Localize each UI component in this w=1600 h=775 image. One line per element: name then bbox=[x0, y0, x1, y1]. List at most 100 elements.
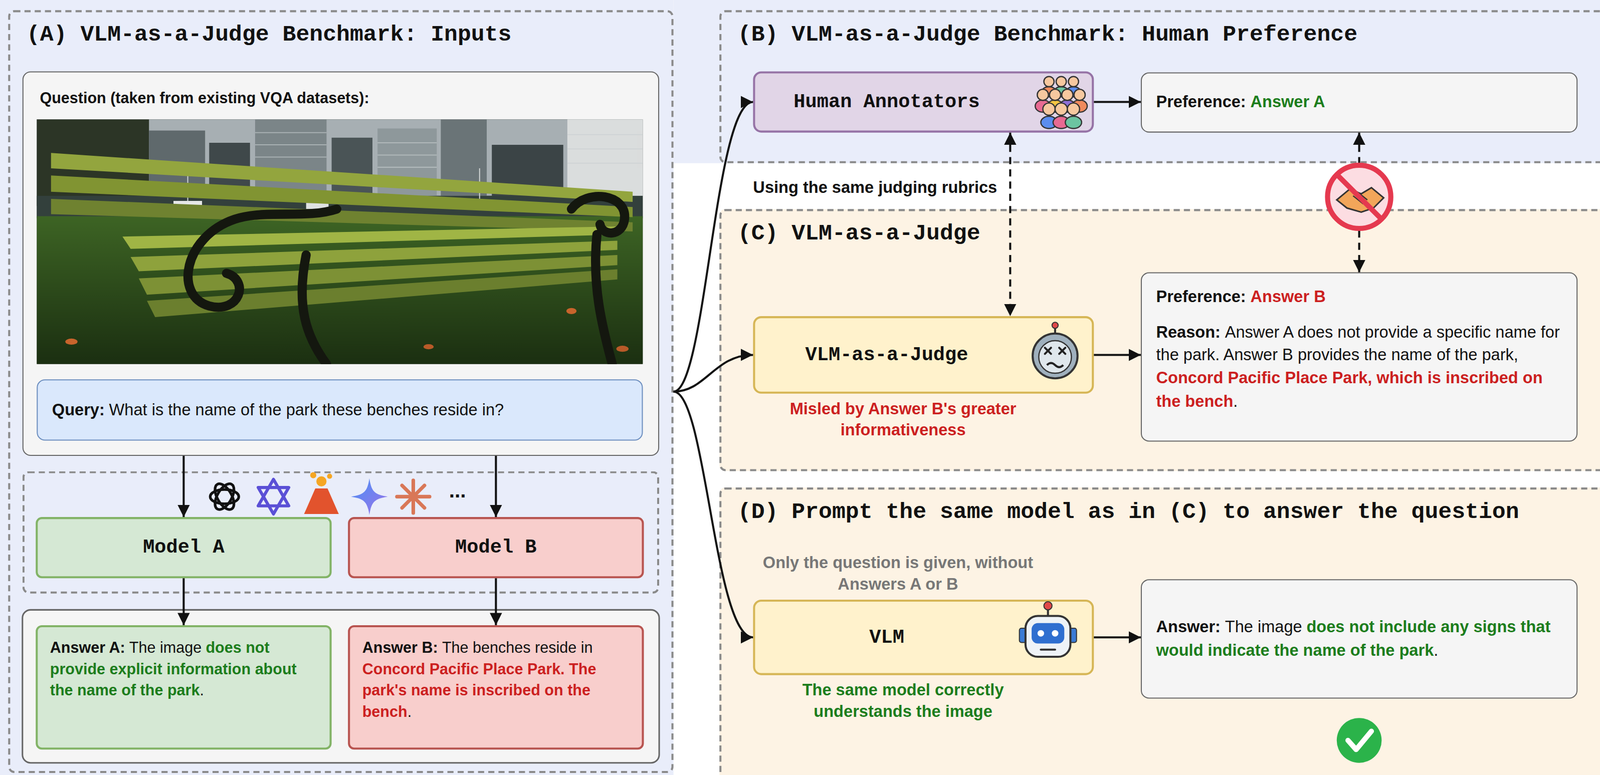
bench-photo bbox=[567, 119, 644, 212]
connector-arrow bbox=[494, 578, 497, 626]
connector-arrow bbox=[673, 354, 754, 392]
connector-arrow bbox=[1009, 132, 1012, 317]
text: Concord Pacific Place Park. The park's n… bbox=[362, 660, 597, 721]
judge-box: VLM-as-a-Judge bbox=[752, 316, 1094, 394]
gemini-logo bbox=[350, 478, 388, 516]
claude-logo bbox=[402, 485, 425, 509]
dizzy-robot-icon bbox=[1045, 347, 1052, 354]
qwen-logo bbox=[258, 487, 289, 515]
bench-photo bbox=[187, 196, 625, 365]
text-block: Reason:Answer A does not provide a speci… bbox=[1155, 321, 1562, 415]
claude-logo bbox=[411, 480, 416, 514]
people-icon bbox=[1061, 89, 1073, 101]
dizzy-robot-icon bbox=[1059, 347, 1066, 354]
text: Query: bbox=[52, 400, 105, 419]
text: Human Annotators bbox=[793, 90, 980, 113]
bench-photo bbox=[491, 144, 564, 198]
bench-photo bbox=[423, 344, 434, 350]
text: (D) Prompt the same model as in (C) to a… bbox=[737, 500, 1520, 526]
bench-photo bbox=[36, 119, 643, 365]
people-icon bbox=[1040, 116, 1058, 129]
panel: (A) VLM-as-a-Judge Benchmark: InputsQues… bbox=[8, 10, 674, 774]
text: (B) VLM-as-a-Judge Benchmark: Human Pref… bbox=[737, 22, 1358, 49]
people-icon bbox=[1035, 100, 1051, 113]
bench-photo bbox=[148, 130, 206, 198]
bench-photo bbox=[146, 269, 618, 318]
dizzy-robot-icon bbox=[1052, 322, 1059, 329]
bench-photo bbox=[173, 201, 203, 209]
text-block: Preference:Answer A bbox=[1155, 90, 1325, 114]
text: Model B bbox=[455, 536, 537, 559]
people-icon bbox=[1074, 89, 1086, 101]
volcano-logo bbox=[316, 476, 327, 487]
preference-box: Preference:Answer A bbox=[1140, 72, 1578, 133]
dizzy-robot-icon bbox=[1045, 347, 1066, 354]
text: VLM bbox=[869, 626, 905, 649]
preference-box: Preference:Answer BReason:Answer A does … bbox=[1140, 272, 1578, 443]
robot-icon bbox=[1047, 609, 1050, 617]
people-icon bbox=[1049, 89, 1061, 101]
bench-photo bbox=[464, 200, 495, 209]
bench-photo bbox=[302, 255, 327, 365]
annotation-label: The same model correctly understands the… bbox=[775, 680, 1031, 724]
people-icon bbox=[1067, 103, 1080, 116]
text: . bbox=[1233, 392, 1238, 411]
robot-icon bbox=[1044, 602, 1053, 611]
bench-photo bbox=[36, 119, 643, 196]
bench-photo bbox=[51, 198, 633, 232]
text-block: Answer:The imagedoes not include any sig… bbox=[1155, 616, 1562, 663]
bench-photo bbox=[255, 144, 327, 146]
bench-photo bbox=[616, 345, 629, 352]
model-box: Model B bbox=[347, 517, 644, 579]
robot-icon bbox=[1019, 602, 1077, 658]
answer-box: Answer A:The imagedoes not provide expli… bbox=[35, 625, 332, 750]
bench-photo bbox=[377, 128, 437, 198]
text: ... bbox=[449, 479, 467, 503]
bench-photo bbox=[36, 195, 643, 219]
qwen-logo bbox=[258, 479, 289, 507]
answer-tray bbox=[22, 610, 660, 763]
text: . bbox=[407, 703, 412, 721]
people-icon bbox=[1072, 100, 1088, 113]
bench-photo bbox=[377, 166, 437, 168]
openai-logo bbox=[210, 489, 239, 505]
bench-photo bbox=[36, 119, 149, 207]
openai-logo bbox=[211, 481, 238, 514]
connector-arrow bbox=[182, 578, 185, 626]
people-icon bbox=[1066, 86, 1081, 97]
answer-box: Answer B:The benches reside inConcord Pa… bbox=[347, 625, 644, 750]
text: VLM-as-a-Judge bbox=[805, 343, 969, 366]
bench-photo bbox=[567, 148, 644, 150]
people-icon bbox=[1068, 76, 1079, 87]
bench-photo bbox=[567, 162, 644, 164]
bench-photo bbox=[377, 154, 437, 156]
text-block: (C) VLM-as-a-Judge bbox=[737, 221, 1589, 248]
volcano-logo bbox=[304, 488, 339, 515]
claude-logo bbox=[396, 495, 430, 499]
text: Answer: bbox=[1155, 618, 1221, 636]
robot-icon bbox=[1025, 616, 1071, 658]
people-icon bbox=[1043, 103, 1056, 116]
bench-photo bbox=[306, 203, 329, 210]
annotation-label: Misled by Answer B's greater informative… bbox=[754, 398, 1051, 442]
openai-logo bbox=[211, 481, 238, 514]
panel: (D) Prompt the same model as in (C) to a… bbox=[719, 487, 1600, 775]
people-icon bbox=[1037, 89, 1049, 101]
connector-arrow bbox=[1093, 101, 1141, 104]
annotator-box: Human Annotators bbox=[752, 71, 1094, 133]
people-icon bbox=[1044, 76, 1055, 87]
text: Question (taken from existing VQA datase… bbox=[39, 88, 369, 107]
qwen-logo bbox=[258, 479, 289, 515]
openai-logo bbox=[210, 481, 239, 514]
text: The image bbox=[129, 638, 202, 657]
bench-photo bbox=[595, 234, 613, 365]
text-block: Model A bbox=[142, 536, 225, 560]
bench-photo bbox=[440, 119, 487, 202]
bench-photo bbox=[187, 173, 189, 202]
text: Answer A: bbox=[50, 638, 126, 657]
bench-photo bbox=[187, 209, 337, 308]
no-handshake-icon bbox=[1337, 175, 1381, 219]
no-handshake-icon bbox=[1327, 165, 1391, 229]
